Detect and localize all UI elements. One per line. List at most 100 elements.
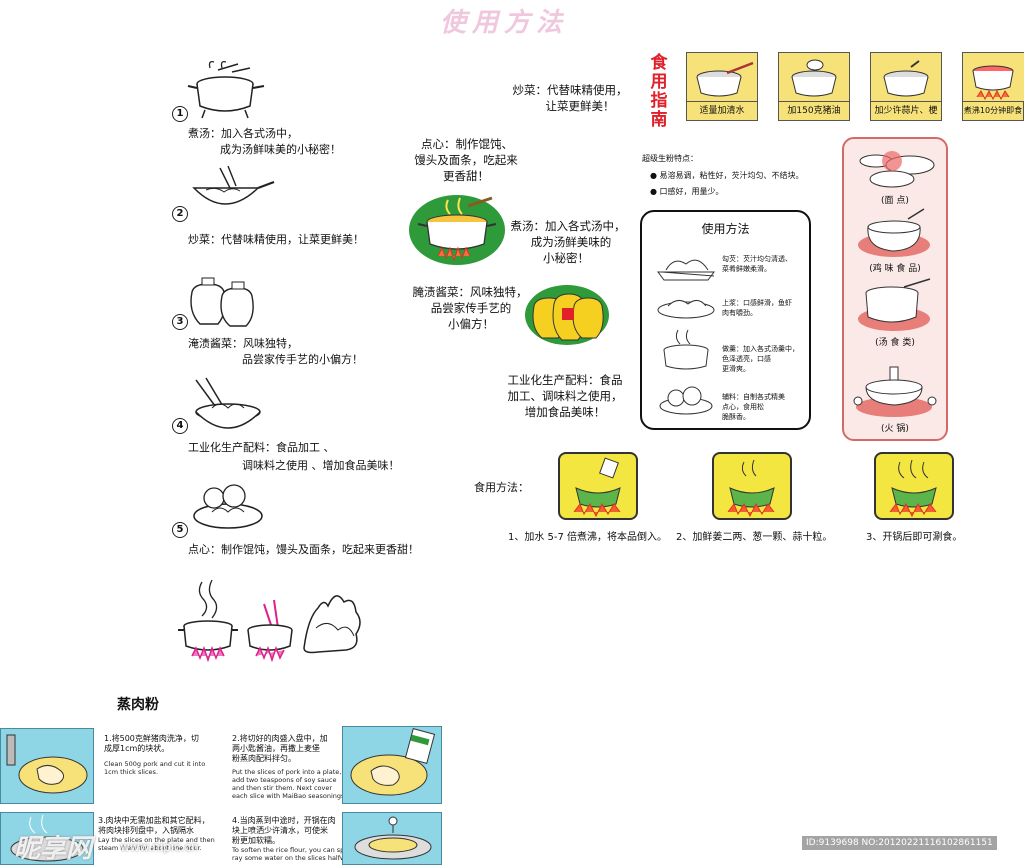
pickle-text-line3: 小偏方！: [448, 317, 494, 331]
category-label: (火 锅): [881, 424, 909, 434]
left-item-3-line2: 品尝家传手艺的小偏方！: [242, 353, 363, 366]
recipe-en: Lay the slices on the plate and then: [98, 836, 215, 844]
left-item-1-line1: 煮汤：加入各式汤中，: [188, 127, 298, 140]
eating-step-1: 1、加水 5-7 倍煮沸，将本品倒入。: [508, 532, 668, 543]
recipe-cn: 2.将切好的肉盛入盘中，加: [232, 734, 328, 743]
recipe-cn: 4.当肉蒸到中途时，开锅在肉: [232, 816, 336, 825]
recipe-en: ray some water on the slices halfway.: [232, 854, 355, 862]
howto-text: 点心，食用松: [722, 403, 764, 411]
watermark-logo: 昵享网: [14, 834, 93, 864]
eating-method-label: 食用方法：: [474, 481, 529, 494]
recipe-en: 1cm thick slices.: [104, 768, 159, 776]
howto-text: 菜肴鲜嫩柔滑。: [722, 265, 771, 273]
hot-pot-icon: [853, 366, 937, 417]
page-title: 使用方法: [440, 8, 569, 38]
recipe-cn: 3.肉块中无需加盐和其它配料，: [98, 816, 210, 825]
usage-method-title: 使用方法: [701, 222, 750, 236]
noodle-plates-icon: [859, 151, 935, 188]
dessert-text-line3: 更香甜！: [443, 169, 489, 183]
features-title: 超级生粉特点：: [642, 154, 698, 163]
dessert-text-line2: 馒头及面条，吃起来: [414, 153, 518, 167]
soup-pot-small-icon: [663, 329, 709, 370]
boiling-hotpot-icon: [889, 459, 937, 518]
stir-fry-text-line2: 让菜更鲜美！: [545, 99, 615, 113]
sizing-plate-icon: [657, 300, 715, 319]
howto-row-1: 勾芡：芡汁均匀清透、菜肴鲜嫩柔滑。: [722, 254, 792, 274]
left-item-1-line2: 成为汤鲜味美的小秘密！: [220, 143, 341, 156]
category-label: (面 点): [881, 196, 909, 206]
howto-text: 做羹：加入各式汤羹中，: [722, 345, 799, 353]
item-number-badge: 1: [172, 106, 188, 122]
howto-text: 上浆：口感鲜滑，鱼虾: [722, 299, 792, 307]
guide-card-label: 适量加清水: [686, 101, 758, 121]
industrial-text-line1: 工业化生产配料：食品: [507, 373, 623, 387]
industrial-text-line3: 增加食品美味！: [524, 405, 606, 419]
item-number-badge: 4: [172, 418, 188, 434]
recipe-en: steam them for about one hour.: [98, 844, 202, 852]
left-item-2-line1: 炒菜：代替味精使用，让菜更鲜美！: [188, 233, 364, 246]
wok-icon: [192, 165, 275, 205]
recipe-step-3-text: 3.肉块中无需加盐和其它配料， 将肉块排列盘中，入锅隔水 Lay the sli…: [98, 816, 228, 852]
item-number-badge: 3: [172, 314, 188, 330]
left-item-4-line1: 工业化生产配料：食品加工 、: [188, 441, 335, 454]
left-list: 1 煮汤：加入各式汤中， 成为汤鲜味美的小秘密！ 2 炒菜：代替味精使用，让菜更…: [170, 60, 440, 680]
pickle-text-line1: 腌渍酱菜：风味独特，: [412, 285, 528, 299]
howto-text: 勾芡：芡汁均匀清透、: [722, 255, 792, 263]
chicken-pot-icon: [858, 208, 930, 257]
howto-text: 辅料：自制各式精美: [722, 393, 785, 401]
category-label: (鸡 味 食 品): [869, 264, 921, 274]
dessert-text-line1: 点心：制作馄饨、: [421, 137, 513, 151]
stir-fry-text-line1: 炒菜：代替味精使用，: [512, 83, 628, 97]
howto-text: 肉有嚼劲。: [722, 309, 757, 317]
recipe-cn: 两小匙酱油，再撒上麦堡: [232, 744, 320, 753]
pour-product-icon: [573, 457, 621, 518]
recipe-title: 蒸肉粉: [117, 697, 159, 713]
recipe-en: each slice with MaiBao seasonings.: [232, 792, 347, 800]
feature-bullet-2: ● 口感好，用量少。: [650, 187, 724, 196]
guide-card-add-garlic: 加少许蒜片、梗: [870, 52, 942, 122]
guide-card-label: 煮沸10分钟即食: [962, 101, 1024, 121]
guide-title: 食用指南: [650, 53, 668, 130]
dim-sum-plate-icon: [193, 484, 263, 529]
howto-text: 色泽透亮，口感: [722, 355, 771, 363]
watermark-id: ID:9139698 NO:20120221116102861151: [802, 836, 997, 850]
recipe-step-3-image: [0, 812, 94, 865]
step-card-2: [712, 452, 792, 520]
category-label: (汤 食 类): [875, 338, 915, 348]
recipe-step-4-text: 4.当肉蒸到中途时，开锅在肉 块上喷洒少许清水，可使米 粉更加软糯。 To so…: [232, 816, 354, 862]
guide-card-boil: 煮沸10分钟即食: [962, 52, 1024, 122]
eating-step-3: 3、开锅后即可涮食。: [866, 532, 963, 543]
guide-card-label: 加少许蒜片、梗: [870, 101, 942, 121]
left-item-3-line1: 淹渍酱菜：风味独特，: [188, 337, 298, 350]
recipe-step-4-image: [342, 812, 442, 865]
howto-text: 脆酥香。: [722, 413, 750, 421]
pot-lard-icon: [778, 52, 850, 101]
left-item-4-line2: 调味料之使用 、增加食品美味！: [242, 459, 400, 472]
recipe-step-2-text: 2.将切好的肉盛入盘中，加 两小匙酱油，再撒上麦堡 粉蒸肉配料拌匀。 Put t…: [232, 734, 346, 800]
soup-pot-icon: [409, 195, 505, 265]
guide-card-add-water: 适量加清水: [686, 52, 758, 122]
guide-card-add-lard: 加150克猪油: [778, 52, 850, 122]
recipe-en: To soften the rice flour, you can sp-: [232, 846, 347, 854]
add-ginger-icon: [727, 459, 775, 518]
step-card-3: [874, 452, 954, 520]
recipe-en: and then stir them. Next cover: [232, 784, 333, 792]
guide-card-label: 加150克猪油: [778, 101, 850, 121]
pot-ladle-icon: [686, 52, 758, 101]
dim-sum-icon: [659, 386, 713, 415]
recipe-cn: 1.将500克鲜猪肉洗净，切: [104, 734, 199, 743]
cooking-pots-illustration: [178, 579, 361, 663]
recipe-en: add two teaspoons of soy sauce: [232, 776, 337, 784]
boiling-pot-icon: [962, 52, 1024, 101]
left-item-5-line1: 点心：制作馄饨，馒头及面条，吃起来更香甜！: [188, 543, 419, 556]
usage-method-box: 使用方法 勾芡：芡汁均匀清透、菜肴鲜嫩柔滑。 上浆：口感鲜滑，鱼虾肉有嚼劲。 做…: [640, 210, 811, 430]
howto-text: 更滑爽。: [722, 365, 750, 373]
industrial-text-line2: 加工、调味料之使用，: [507, 389, 623, 403]
pickle-jars-icon: [525, 285, 609, 345]
pot-garlic-icon: [870, 52, 942, 101]
recipe-step-1-image: [0, 728, 94, 804]
soup-text-line2: 成为汤鲜美味的: [530, 235, 612, 249]
feature-bullet-1: ● 易溶易调，粘性好，芡汁均匀、不结块。: [650, 171, 804, 180]
howto-row-2: 上浆：口感鲜滑，鱼虾肉有嚼劲。: [722, 298, 792, 318]
howto-row-3: 做羹：加入各式汤羹中， 色泽透亮，口感更滑爽。: [722, 344, 799, 374]
